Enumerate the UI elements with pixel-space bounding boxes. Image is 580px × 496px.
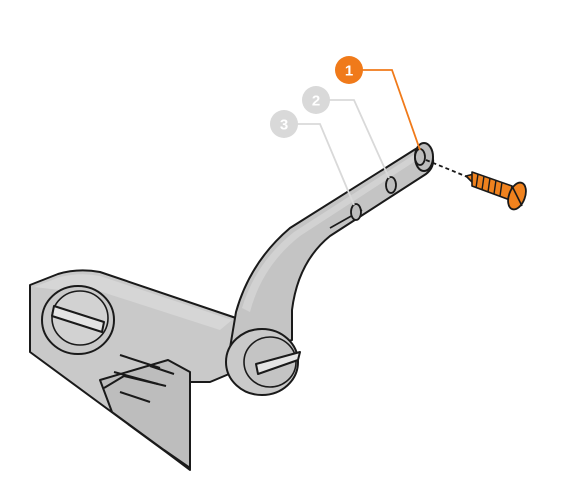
callout-3-leader: [296, 123, 355, 206]
screw-icon: [465, 171, 527, 211]
hole-1: [414, 148, 426, 166]
lever-arm: [227, 142, 435, 361]
callout-2-leader: [328, 99, 390, 179]
base-knob: [41, 285, 115, 355]
callout-2-label: 2: [312, 93, 320, 110]
hole-3: [350, 203, 362, 221]
callout-3-label: 3: [280, 117, 288, 134]
hole-2: [385, 176, 397, 194]
callout-2: 2: [302, 86, 330, 114]
insertion-guide-line: [425, 159, 471, 179]
callout-3: 3: [270, 110, 298, 138]
callout-1-leader: [362, 69, 421, 151]
hub-knob: [255, 351, 301, 375]
callout-1-label: 1: [345, 63, 353, 80]
callout-1: 1: [335, 56, 363, 84]
